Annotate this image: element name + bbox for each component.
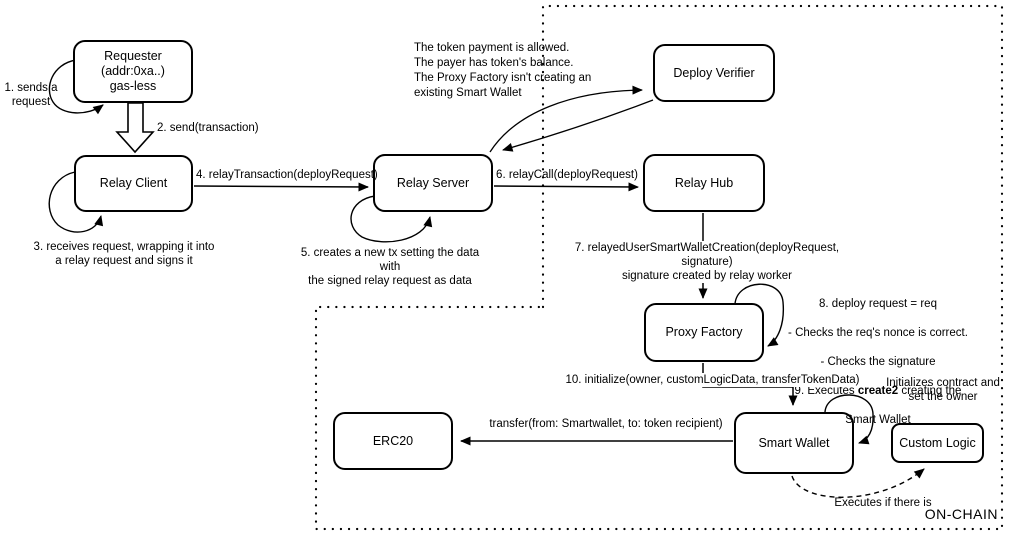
node-relay-server: Relay Server bbox=[373, 154, 493, 212]
step8-line3: - Checks the signature bbox=[820, 355, 936, 368]
node-erc20: ERC20 bbox=[333, 412, 453, 470]
self-loop-smart-wallet bbox=[824, 394, 874, 445]
label-step3-receives-request: 3. receives request, wrapping it into a … bbox=[33, 241, 215, 267]
step9-pre: 9. Executes bbox=[794, 385, 858, 398]
step9-line2: Smart Wallet bbox=[845, 414, 911, 427]
label-step4-relay-transaction: 4. relayTransaction(deployRequest) bbox=[196, 169, 378, 181]
label-init-note: Initializes contract and set the owner bbox=[886, 377, 1000, 403]
arrow-verify-response bbox=[502, 99, 654, 152]
label-step8-9-checks: 8. deploy request = req - Checks the req… bbox=[778, 282, 978, 428]
label-step2-send-transaction: 2. send(transaction) bbox=[157, 122, 259, 134]
label-step6-relay-call: 6. relayCall(deployRequest) bbox=[496, 169, 638, 181]
arrow-relay-call bbox=[493, 182, 639, 192]
label-step1-sends-request: 1. sends a request bbox=[4, 82, 58, 108]
node-requester: Requester (addr:0xa..) gas-less bbox=[73, 40, 193, 103]
label-executes-if-there-is: Executes if there is bbox=[834, 497, 932, 509]
label-verifier-note: The token payment is allowed. The payer … bbox=[414, 42, 592, 99]
label-transfer: transfer(from: Smartwallet, to: token re… bbox=[489, 418, 723, 430]
node-proxy-factory: Proxy Factory bbox=[644, 303, 764, 362]
label-on-chain: ON-CHAIN bbox=[924, 506, 998, 522]
self-loop-relay-server bbox=[350, 195, 433, 243]
arrow-executes-custom-logic bbox=[791, 468, 925, 498]
node-relay-hub: Relay Hub bbox=[643, 154, 765, 212]
node-custom-logic: Custom Logic bbox=[891, 423, 984, 463]
label-step7-wallet-creation: 7. relayedUserSmartWalletCreation(deploy… bbox=[548, 241, 866, 283]
label-step5-creates-tx: 5. creates a new tx setting the data wit… bbox=[300, 247, 480, 287]
self-loop-proxy-factory bbox=[734, 283, 785, 347]
self-loop-requester bbox=[48, 59, 104, 115]
arrow-verify-request bbox=[489, 85, 643, 153]
self-loop-relay-client bbox=[48, 171, 104, 233]
step9-post: creating the bbox=[898, 385, 962, 398]
arrow-relay-transaction bbox=[193, 182, 369, 192]
step9-create2: create2 bbox=[857, 385, 899, 398]
node-relay-client: Relay Client bbox=[74, 155, 193, 212]
node-deploy-verifier: Deploy Verifier bbox=[653, 44, 775, 102]
step8-line1: 8. deploy request = req bbox=[819, 297, 937, 310]
send-transaction-block-arrow bbox=[115, 102, 155, 154]
node-smart-wallet: Smart Wallet bbox=[734, 412, 854, 474]
label-step10-initialize: 10. initialize(owner, customLogicData, t… bbox=[565, 373, 860, 387]
step8-line2: - Checks the req's nonce is correct. bbox=[788, 326, 968, 339]
